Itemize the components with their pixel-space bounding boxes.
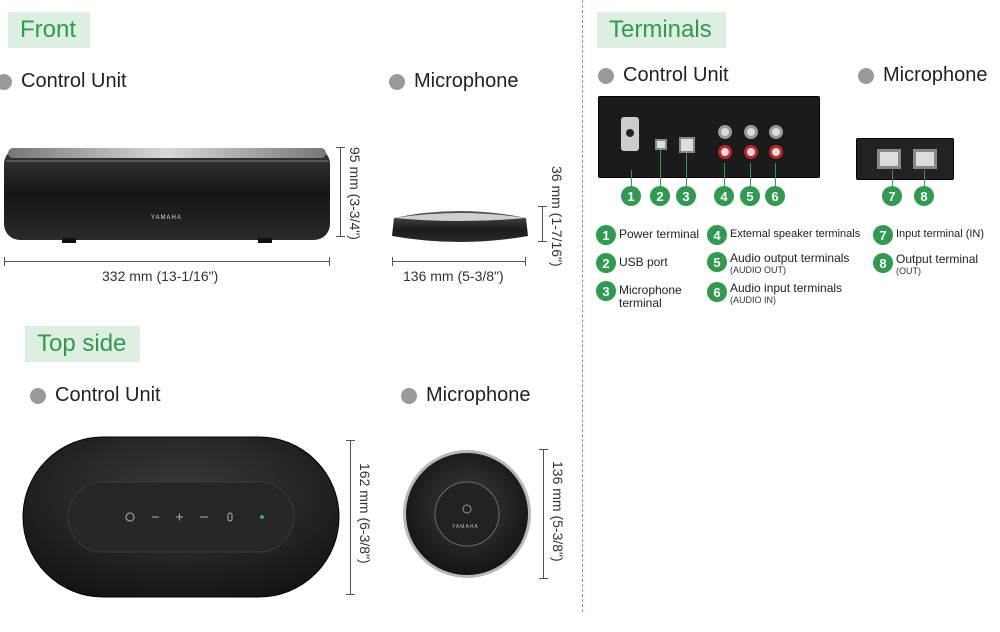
mic-rj45-port-icon (679, 137, 695, 153)
legend-sub-text: (AUDIO OUT) (730, 265, 786, 275)
speaker-jack-red-icon (718, 145, 732, 159)
audio-in-jack-red-icon (769, 145, 783, 159)
terminal-number-8-badge: 8 (914, 186, 934, 206)
heading-label: Microphone (426, 384, 531, 406)
speaker-jack-white-icon (718, 125, 732, 139)
front-mic-height-label: 36 mm (1-7/16") (549, 166, 565, 267)
terminals-control-unit-heading: Control Unit (598, 64, 729, 87)
bullet-dot-icon (401, 387, 417, 404)
section-top-side-tag: Top side (25, 326, 141, 362)
legend-label: Input terminal (IN) (896, 228, 985, 240)
section-terminals-tag: Terminals (597, 12, 726, 48)
legend-number-badge: 2 (596, 253, 616, 273)
front-mic-width-dimension-line (392, 257, 526, 266)
legend-item-output-terminal: 8 Output terminal (OUT) (873, 253, 978, 276)
bullet-dot-icon (598, 67, 614, 84)
terminal-number-4-badge: 4 (714, 186, 734, 206)
terminal-number-6-badge: 6 (765, 186, 785, 206)
front-mic-width-label: 136 mm (5-3/8") (403, 268, 504, 284)
top-control-unit-heading: Control Unit (30, 384, 161, 407)
microphone-front-image (392, 211, 528, 242)
leader-line-6 (775, 163, 776, 186)
legend-number-badge: 6 (707, 282, 727, 302)
bullet-dot-icon (0, 73, 12, 90)
bullet-dot-icon (389, 73, 405, 90)
audio-out-jack-white-icon (744, 125, 758, 139)
leader-line-3 (686, 153, 687, 186)
legend-main-text: Output terminal (896, 252, 979, 266)
legend-number-badge: 7 (873, 225, 893, 245)
front-mic-height-dimension-line (538, 206, 547, 242)
heading-label: Control Unit (623, 64, 729, 86)
legend-label: Power terminal (619, 227, 700, 241)
legend-label: Microphone terminal (619, 283, 682, 310)
legend-label: External speaker terminals (730, 228, 861, 240)
legend-label: Audio input terminals (AUDIO IN) (730, 281, 843, 306)
legend-item-microphone-terminal: 3 Microphone terminal (596, 281, 699, 310)
leader-line-5 (750, 163, 751, 186)
leader-line-1 (631, 170, 632, 186)
leader-line-4 (724, 163, 725, 186)
front-microphone-heading: Microphone (389, 70, 519, 93)
terminal-number-5-badge: 5 (740, 186, 760, 206)
legend-item-power-terminal: 1 Power terminal (596, 225, 699, 245)
section-front-tag: Front (8, 12, 91, 48)
front-control-unit-heading: Control Unit (0, 70, 127, 93)
audio-out-jack-red-icon (744, 145, 758, 159)
terminals-microphone-heading: Microphone (858, 64, 988, 87)
control-unit-rear-panel (598, 96, 820, 178)
microphone-top-image (403, 450, 531, 578)
section-divider (582, 0, 583, 612)
legend-item-external-speaker: 4 External speaker terminals (707, 225, 860, 245)
power-jack-icon (621, 117, 639, 151)
top-mic-diameter-label: 136 mm (5-3/8") (550, 461, 566, 562)
heading-label: Control Unit (21, 70, 127, 92)
leader-line-8 (924, 170, 925, 186)
front-cu-height-dimension-line (336, 147, 345, 237)
leader-line-2 (660, 150, 661, 186)
legend-number-badge: 4 (707, 225, 727, 245)
legend-number-badge: 3 (596, 281, 616, 301)
legend-item-input-terminal: 7 Input terminal (IN) (873, 225, 984, 245)
legend-number-badge: 8 (873, 253, 893, 273)
usb-port-icon (655, 139, 667, 150)
legend-number-badge: 5 (707, 252, 727, 272)
terminal-number-3-badge: 3 (676, 186, 696, 206)
top-cu-depth-dimension-line (346, 440, 355, 595)
legend-sub-text: (OUT) (896, 266, 921, 276)
mic-out-port-icon (913, 149, 937, 169)
terminal-number-7-badge: 7 (882, 186, 902, 206)
legend-label: USB port (619, 255, 668, 269)
legend-label: Audio output terminals (AUDIO OUT) (730, 251, 850, 276)
legend-label: Output terminal (OUT) (896, 252, 979, 277)
legend-sub-text: (AUDIO IN) (730, 295, 776, 305)
front-cu-width-dimension-line (4, 257, 330, 266)
heading-label: Microphone (883, 64, 988, 86)
legend-main-text: Audio output terminals (730, 251, 850, 265)
heading-label: Control Unit (55, 384, 161, 406)
control-unit-front-logo: YAMAHA (151, 215, 182, 221)
leader-line-7 (892, 170, 893, 186)
control-unit-top-image (22, 436, 340, 598)
legend-main-text: Audio input terminals (730, 281, 843, 295)
legend-item-usb-port: 2 USB port (596, 253, 668, 273)
legend-item-audio-input: 6 Audio input terminals (AUDIO IN) (707, 282, 842, 305)
bullet-dot-icon (30, 387, 46, 404)
legend-item-audio-output: 5 Audio output terminals (AUDIO OUT) (707, 252, 849, 275)
front-cu-height-label: 95 mm (3-3/4") (347, 147, 363, 240)
top-microphone-heading: Microphone (401, 384, 531, 407)
top-mic-diameter-dimension-line (539, 449, 548, 579)
heading-label: Microphone (414, 70, 519, 92)
top-cu-depth-label: 162 mm (6-3/8") (357, 463, 373, 564)
legend-number-badge: 1 (596, 225, 616, 245)
terminal-number-1-badge: 1 (621, 186, 641, 206)
terminal-number-2-badge: 2 (650, 186, 670, 206)
microphone-rear-panel (856, 138, 954, 180)
audio-in-jack-white-icon (769, 125, 783, 139)
microphone-top-logo: YAMAHA (452, 524, 479, 530)
mic-in-port-icon (877, 149, 901, 169)
bullet-dot-icon (858, 67, 874, 84)
front-cu-width-label: 332 mm (13-1/16") (102, 268, 219, 284)
control-unit-front-image (4, 148, 330, 243)
